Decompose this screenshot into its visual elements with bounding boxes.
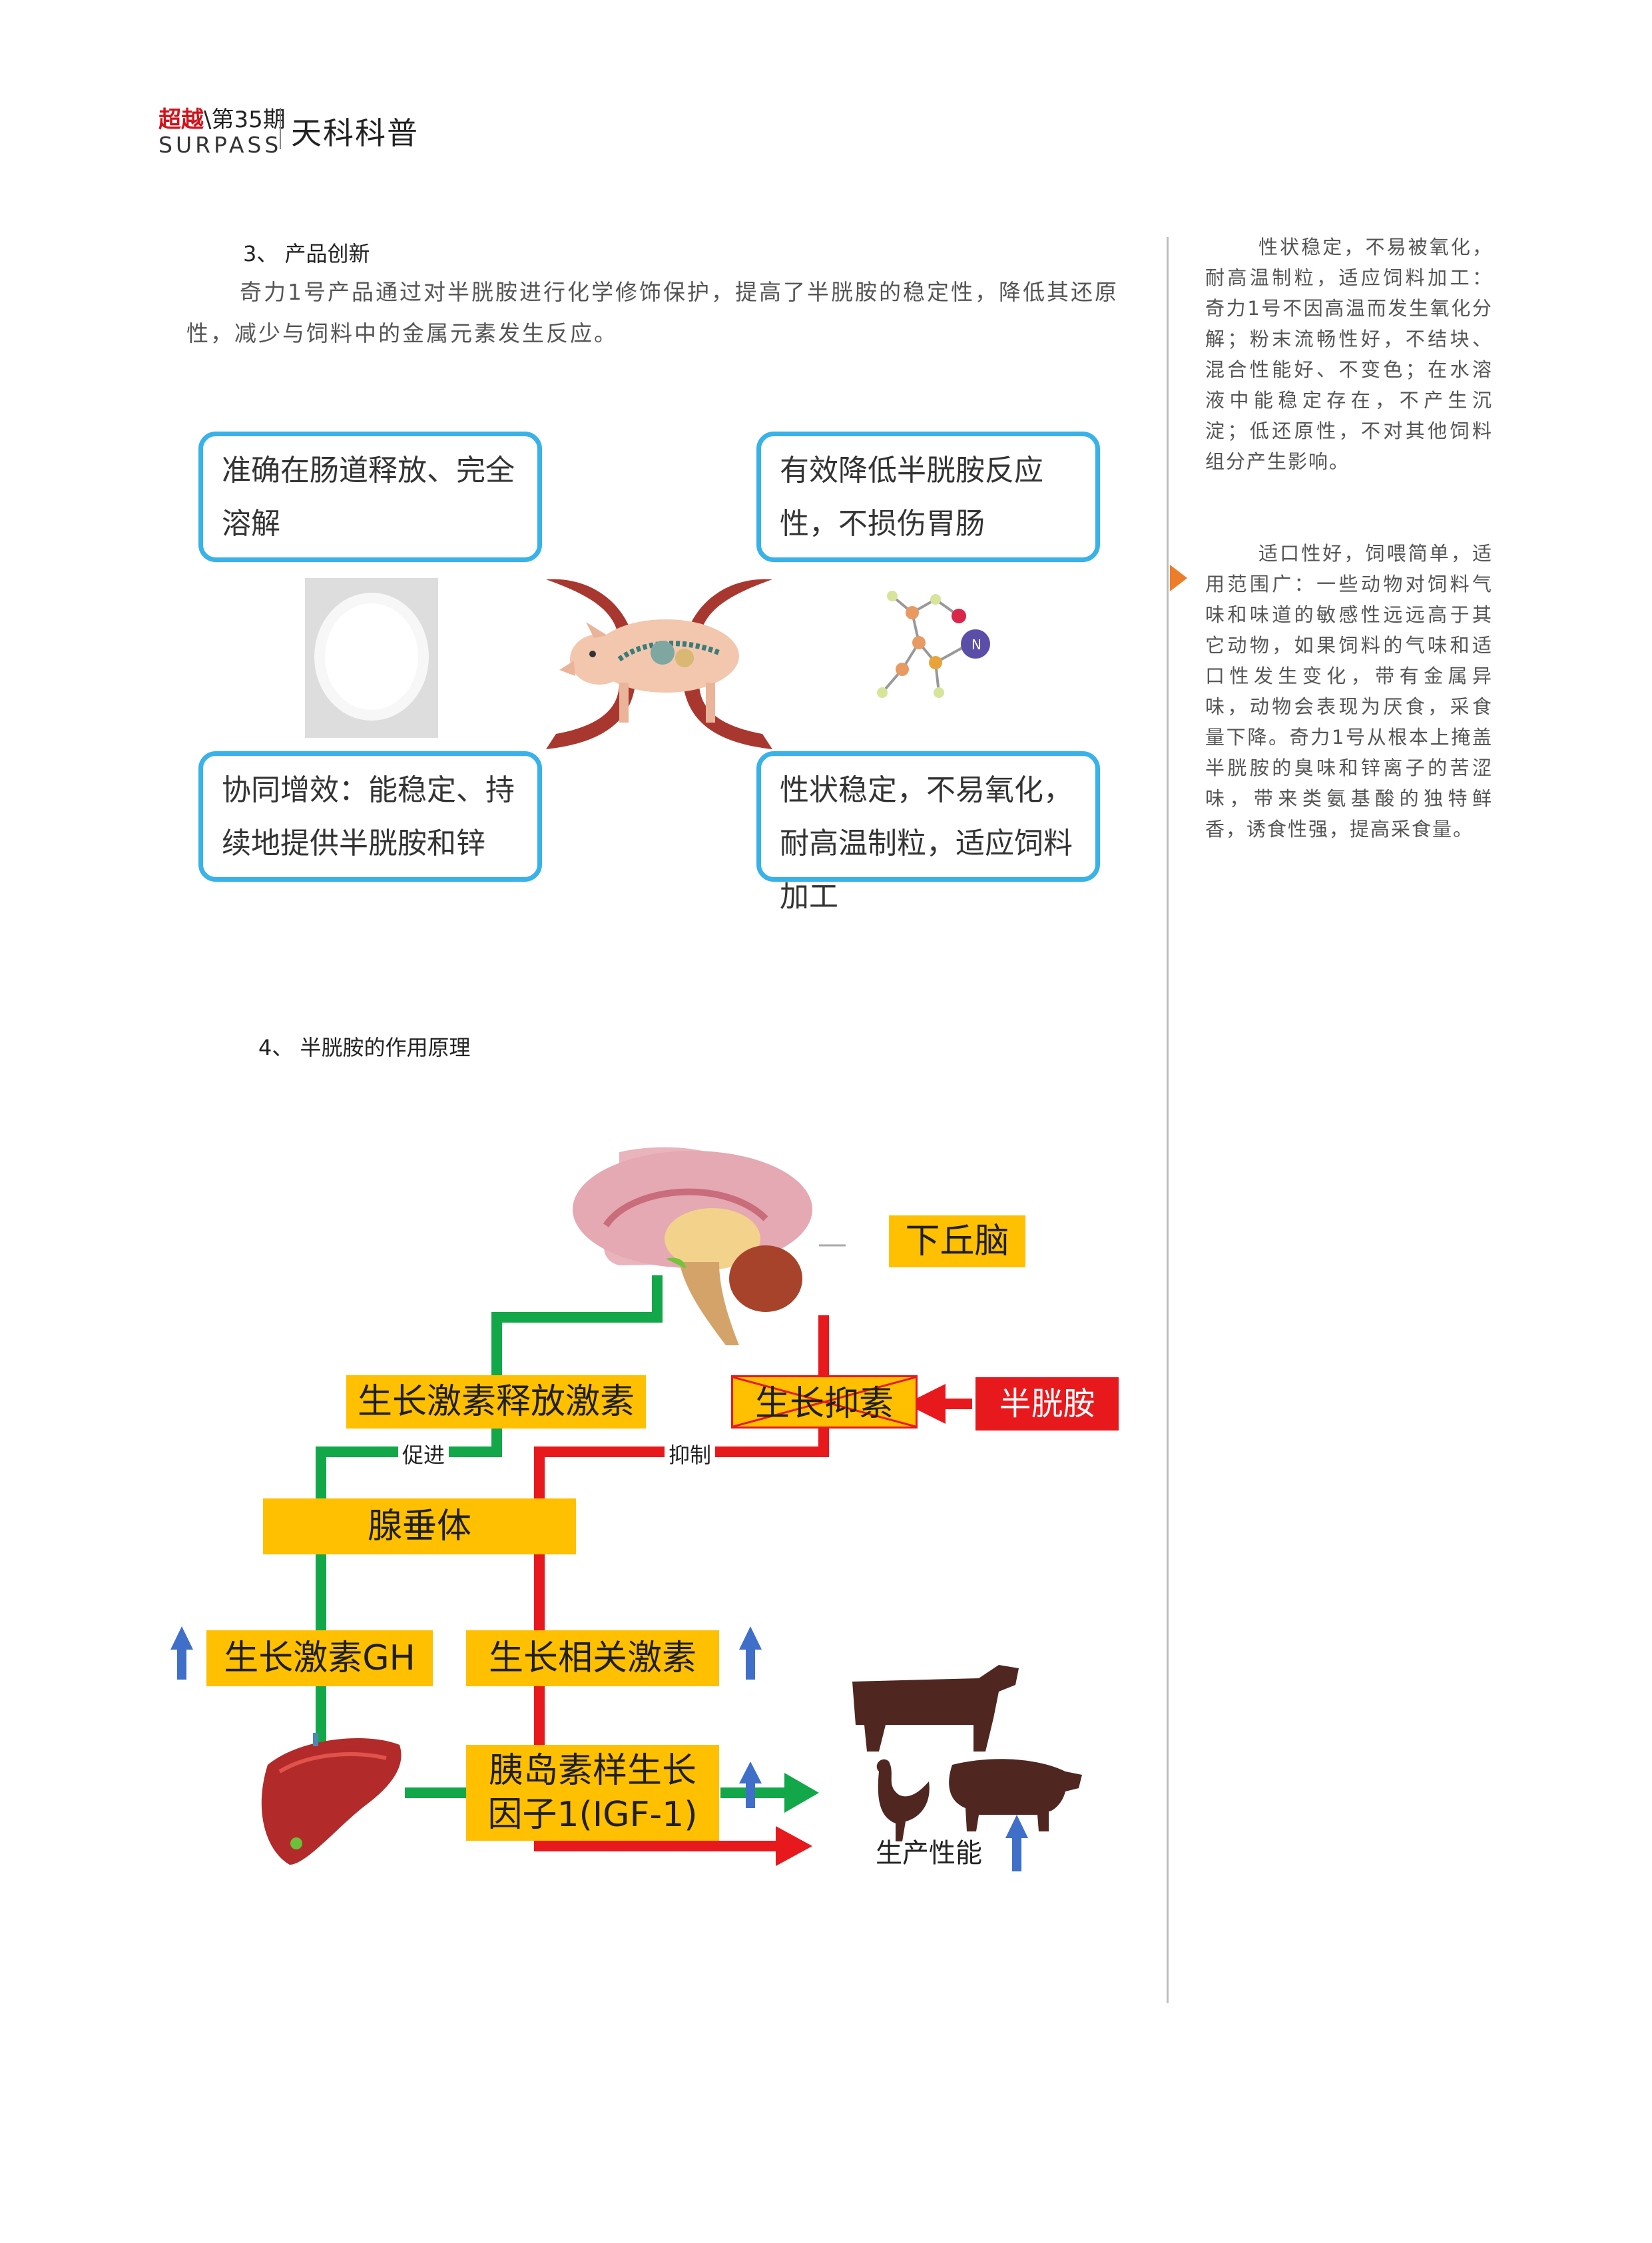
mechanism-diagram: 下丘脑 生长激素释放激素 生长抑素 半胱胺 促进 抑制 腺垂体 生长激素GH 生… [153,1145,1139,1878]
pituitary-label: 腺垂体 [263,1498,576,1554]
up-arrow-related [739,1626,762,1680]
brain-illustration [573,1147,812,1345]
powder-dish-illustration [314,593,429,721]
product-features-figure: 准确在肠道释放、完全溶解 有效降低半胱胺反应性，不损伤胃肠 协同增效：能稳定、持… [186,413,1145,914]
masthead-divider [280,108,281,149]
sidebar-paragraph-1: 性状稳定，不易被氧化，耐高温制粒，适应饲料加工：奇力1号不因高温而发生氧化分解；… [1205,236,1493,473]
arrow-bottom-left [546,679,636,749]
brand-latin: SURPASS [158,132,282,158]
molecule-atom-label: N [971,637,981,653]
sidebar-marker [1170,565,1187,591]
feature-box-synergy: 协同增效：能稳定、持续地提供半胱胺和锌 [198,751,542,882]
column-title: 天科科普 [291,115,419,151]
up-arrow-performance [1005,1815,1028,1871]
feature-box-reactivity: 有效降低半胱胺反应性，不损伤胃肠 [756,432,1100,562]
brand-chinese: 超越 [158,107,204,133]
section3-heading: 3、 产品创新 [243,241,370,266]
pig-digestive-illustration [546,579,772,749]
section4-heading: 4、 半胱胺的作用原理 [258,1035,471,1060]
chicken-silhouette [876,1759,930,1841]
performance-label: 生产性能 [876,1838,982,1869]
pig-silhouette [949,1759,1082,1831]
igf-label: 胰岛素样生长 因子1(IGF-1) [466,1745,719,1841]
arrow-bottom-right [683,679,772,749]
igf-line1: 胰岛素样生长 [488,1751,696,1791]
cysteamine-label: 半胱胺 [975,1377,1119,1431]
section3-paragraph: 奇力1号产品通过对半胱胺进行化学修饰保护，提高了半胱胺的稳定性，降低其还原性，减… [186,279,1119,346]
inhibit-label: 抑制 [665,1439,716,1469]
promote-line-hypothalamus [491,1275,663,1375]
gh-label: 生长激素GH [206,1630,433,1686]
hypothalamus-label: 下丘脑 [889,1215,1025,1267]
related-hormone-label: 生长相关激素 [466,1630,719,1686]
promote-label: 促进 [398,1439,449,1469]
up-arrow-gh [170,1626,193,1680]
ghrh-label: 生长激素释放激素 [346,1375,646,1429]
up-arrow-igf [739,1762,762,1808]
powder-image [305,578,438,738]
issue-number: \第35期 [204,107,286,133]
somatostatin-label: 生长抑素 [731,1375,918,1429]
molecule-illustration: N [877,591,990,698]
mechanism-lines [170,1147,1082,1871]
sidebar-paragraph-2: 适口性好，饲喂简单，适用范围广：一些动物对饲料气味和味道的敏感性远远高于其它动物… [1205,542,1493,840]
liver-illustration [261,1733,402,1865]
feature-box-stability: 性状稳定，不易氧化，耐高温制粒，适应饲料加工 [756,751,1100,914]
cattle-silhouette [852,1665,1019,1752]
somatostatin-text: 生长抑素 [754,1384,894,1424]
feature-box-release: 准确在肠道释放、完全溶解 [198,432,542,562]
igf-line2: 因子1(IGF-1) [487,1795,698,1835]
sidebar-rule [1167,237,1169,2003]
inhibited-cross [733,1377,916,1427]
masthead-brand: 超越\第35期 SURPASS [158,107,286,157]
